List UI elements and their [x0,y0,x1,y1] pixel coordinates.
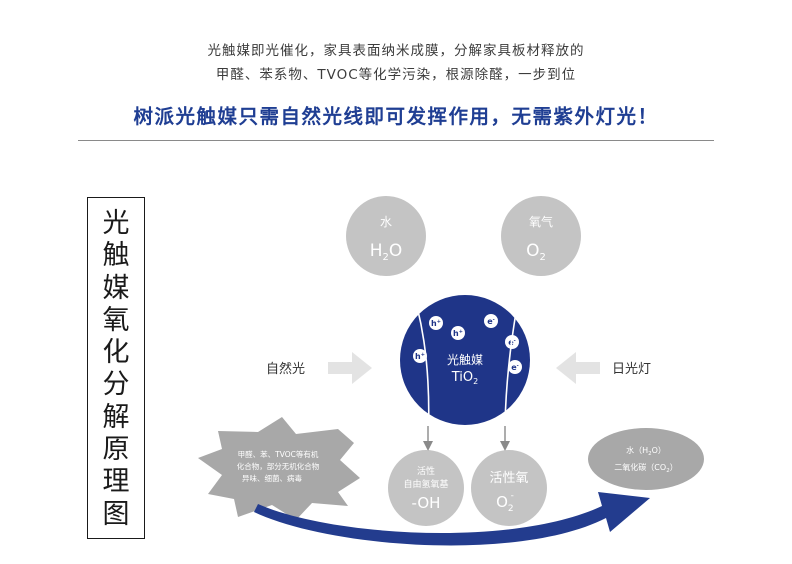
products-line-1: 水（H2O） [626,445,666,457]
radical-label-2: 自由氢氧基 [403,478,448,490]
superoxide-circle [471,450,547,526]
superoxide-label: 活性氧 [489,471,528,486]
hole-particle: h+ [451,326,465,340]
catalyst-formula: TiO2 [451,370,478,386]
products-ellipse [588,428,704,490]
svg-text:e-: e- [487,317,495,326]
electron-particle: e- [508,360,522,374]
svg-text:e-: e- [511,363,519,372]
catalyst-label: 光触媒 [447,353,483,367]
hole-particle: h+ [413,349,427,363]
products-line-2: 二氧化碳（CO2） [614,462,677,474]
sunlight-lamp-label: 日光灯 [612,362,651,377]
pollutants-line-2: 化合物，部分无机化合物 [237,461,320,471]
oxygen-label: 氧气 [529,214,553,229]
radical-label-1: 活性 [417,465,435,477]
headline-divider [78,140,714,141]
water-node: 水 H2O [346,196,426,276]
vertical-title-box: 光触媒氧化分解原理图 [87,197,145,539]
intro-line-1: 光触媒即光催化，家具表面纳米成膜，分解家具板材释放的 [207,43,585,59]
water-label: 水 [380,215,392,229]
hole-particle: h+ [429,316,443,330]
vertical-title: 光触媒氧化分解原理图 [88,208,144,531]
svg-text:h+: h+ [415,352,425,361]
superoxide-formula: O2- [496,491,514,514]
vertical-title-char: 理 [102,466,130,498]
natural-light-label: 自然光 [266,361,305,377]
vertical-title-char: 化 [102,337,130,369]
water-formula: H2O [370,241,403,263]
vertical-title-char: 解 [102,401,130,433]
vertical-title-char: 媒 [102,272,130,304]
oxygen-formula: O2 [526,241,546,263]
radical-circle [388,450,464,526]
oxygen-circle [501,196,581,276]
products-node: 水（H2O） 二氧化碳（CO2） [588,428,704,490]
vertical-title-char: 原 [102,434,130,466]
radical-node: 活性 自由氢氧基 -OH [388,450,464,526]
vertical-title-char: 触 [102,240,130,272]
svg-text:h+: h+ [431,319,441,328]
sunlight-lamp-arrow [556,352,600,384]
oxygen-flow-arrow [499,272,524,451]
water-flow-arrow [406,272,434,451]
vertical-title-char: 光 [102,208,130,239]
pollutants-burst: 甲醛、苯、TVOC等有机 化合物，部分无机化合物 异味、细菌、病毒 [198,417,360,520]
natural-light-arrow [328,352,372,384]
superoxide-node: 活性氧 O2- [471,450,547,526]
oxygen-node: 氧气 O2 [501,196,581,276]
pollutants-line-1: 甲醛、苯、TVOC等有机 [238,449,319,459]
water-circle [346,196,426,276]
vertical-title-char: 氧 [102,304,130,336]
radical-formula: -OH [412,494,441,512]
pollutants-line-3: 异味、细菌、病毒 [242,473,302,483]
electron-particle: e- [484,314,498,328]
intro-line-2: 甲醛、苯系物、TVOC等化学污染，根源除醛，一步到位 [215,67,577,83]
svg-text:h+: h+ [453,329,463,338]
headline: 树派光触媒只需自然光线即可发挥作用，无需紫外灯光！ [133,105,659,128]
reaction-flow-arrow [254,492,650,546]
vertical-title-char: 图 [102,498,130,530]
pollutants-shape [198,417,360,520]
vertical-title-char: 分 [102,369,130,401]
